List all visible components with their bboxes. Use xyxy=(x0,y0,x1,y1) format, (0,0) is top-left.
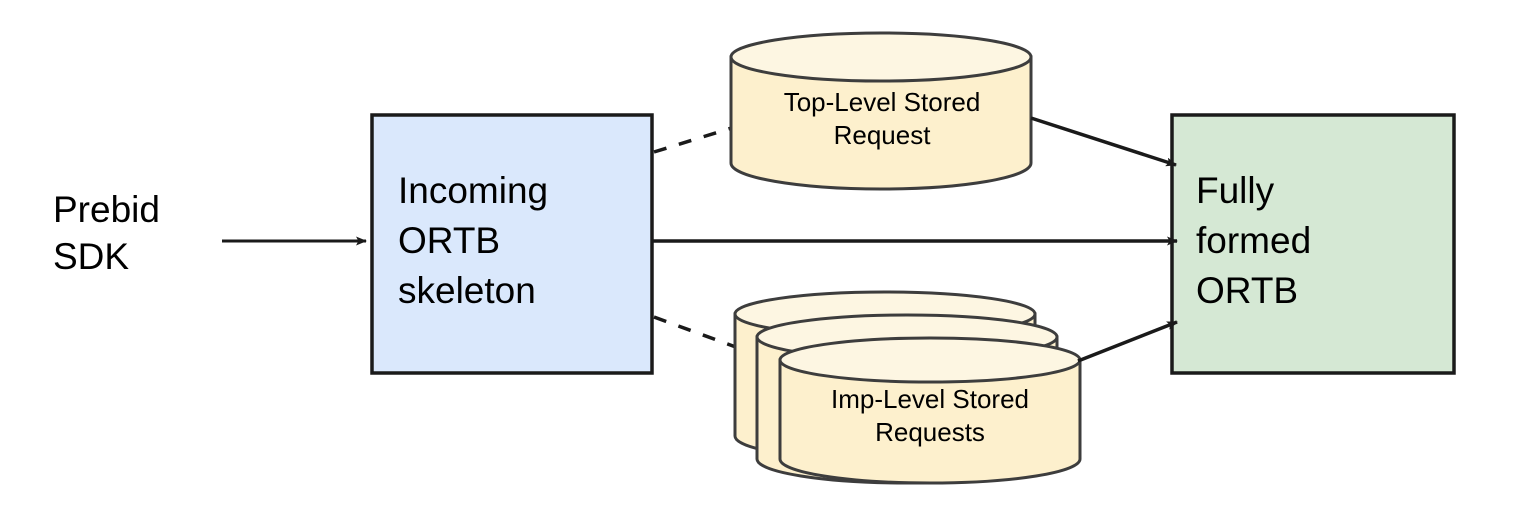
node-fully-formed-ortb xyxy=(1170,113,1456,375)
node-incoming-ortb-skeleton xyxy=(370,113,654,375)
node-imp-level-stored-requests xyxy=(733,290,1082,485)
edge-top-store-to-output xyxy=(1030,116,1177,167)
edge-imp-store-to-output xyxy=(1077,320,1178,363)
stacked-cylinder-front xyxy=(778,336,1082,485)
edge-skeleton-to-top-store xyxy=(653,124,739,154)
node-top-level-stored-request xyxy=(729,31,1033,191)
